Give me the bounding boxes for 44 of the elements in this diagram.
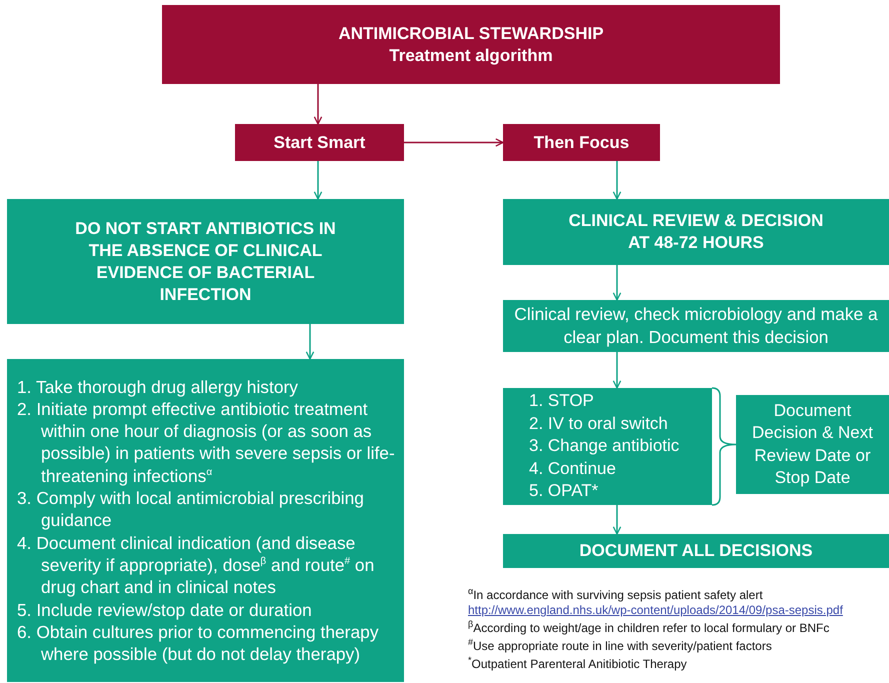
box-text: Clinical review, check microbiology and make a clear plan. Document this decision bbox=[513, 303, 879, 349]
process-box bbox=[736, 395, 889, 494]
heading-box bbox=[503, 199, 889, 265]
list-box bbox=[7, 359, 404, 682]
heading-box bbox=[503, 534, 889, 568]
stage-box bbox=[235, 124, 404, 161]
arrow bbox=[314, 84, 322, 125]
title-banner bbox=[162, 5, 780, 84]
arrow bbox=[612, 352, 622, 389]
list-item: 4. Document clinical indication (and disease severity if appropriate), dose$^{β}$ and route$^{#}$ on drug chart and in clinical notes bbox=[17, 532, 376, 599]
list-item: 4. Continue bbox=[529, 458, 617, 480]
box-text: Then Focus bbox=[532, 132, 630, 154]
footnote: $^{*}$Outpatient Parenteral Anitibiotic Therapy bbox=[468, 657, 687, 672]
box-text: Start Smart bbox=[272, 132, 366, 154]
box-text: Document Decision & Next Review Date or Stop Date bbox=[751, 400, 874, 489]
banner-subtitle: Treatment algorithm bbox=[388, 44, 554, 66]
arrow bbox=[612, 505, 622, 535]
arrow bbox=[612, 161, 622, 200]
option-list-box bbox=[503, 388, 712, 505]
list-item: 2. IV to oral switch bbox=[529, 412, 669, 435]
box-text: DOCUMENT ALL DECISIONS bbox=[578, 540, 814, 562]
list-item: 3. Comply with local antimicrobial prescribing guidance bbox=[17, 487, 365, 532]
footnote: $^{β}$According to weight/age in children refer to local formulary or BNFc bbox=[468, 621, 830, 636]
heading-box bbox=[7, 199, 404, 324]
stage-box bbox=[503, 124, 660, 161]
list-item: 1. Take thorough drug allergy history bbox=[17, 376, 299, 398]
arrow bbox=[314, 161, 322, 200]
banner-heading: ANTIMICROBIAL STEWARDSHIP bbox=[337, 22, 605, 44]
list-item: 2. Initiate prompt effective antibiotic treatment within one hour of diagnosis (or as soon as possible) in patients with severe sepsis or life-threatening infections$^{α}$ bbox=[17, 398, 396, 488]
arrow bbox=[306, 324, 314, 360]
list-item: 3. Change antibiotic bbox=[529, 435, 680, 458]
box-text: DO NOT START ANTIBIOTICS IN THE ABSENCE OF CLINICAL EVIDENCE OF BACTERIAL INFECTION bbox=[74, 218, 337, 306]
footnote: $^{#}$Use appropriate route in line with severity/patient factors bbox=[468, 639, 772, 654]
arrow bbox=[404, 138, 504, 147]
list-item: 5. OPAT* bbox=[529, 480, 600, 502]
link: http://www.england.nhs.uk/wp-content/uploads/2014/09/psa-sepsis.pdf bbox=[468, 603, 843, 618]
box-text: CLINICAL REVIEW & DECISION AT 48-72 HOURS bbox=[568, 210, 824, 254]
footnote: $^{α}$In accordance with surviving sepsis patient safety alert bbox=[468, 588, 763, 603]
process-box bbox=[503, 300, 889, 352]
curly-bracket bbox=[711, 387, 737, 506]
list-item: 1. STOP bbox=[529, 390, 595, 412]
list-item: 5. Include review/stop date or duration bbox=[17, 598, 313, 621]
list-item: 6. Obtain cultures prior to commencing therapy where possible (but do not delay therapy) bbox=[17, 620, 380, 666]
arrow bbox=[612, 265, 622, 301]
